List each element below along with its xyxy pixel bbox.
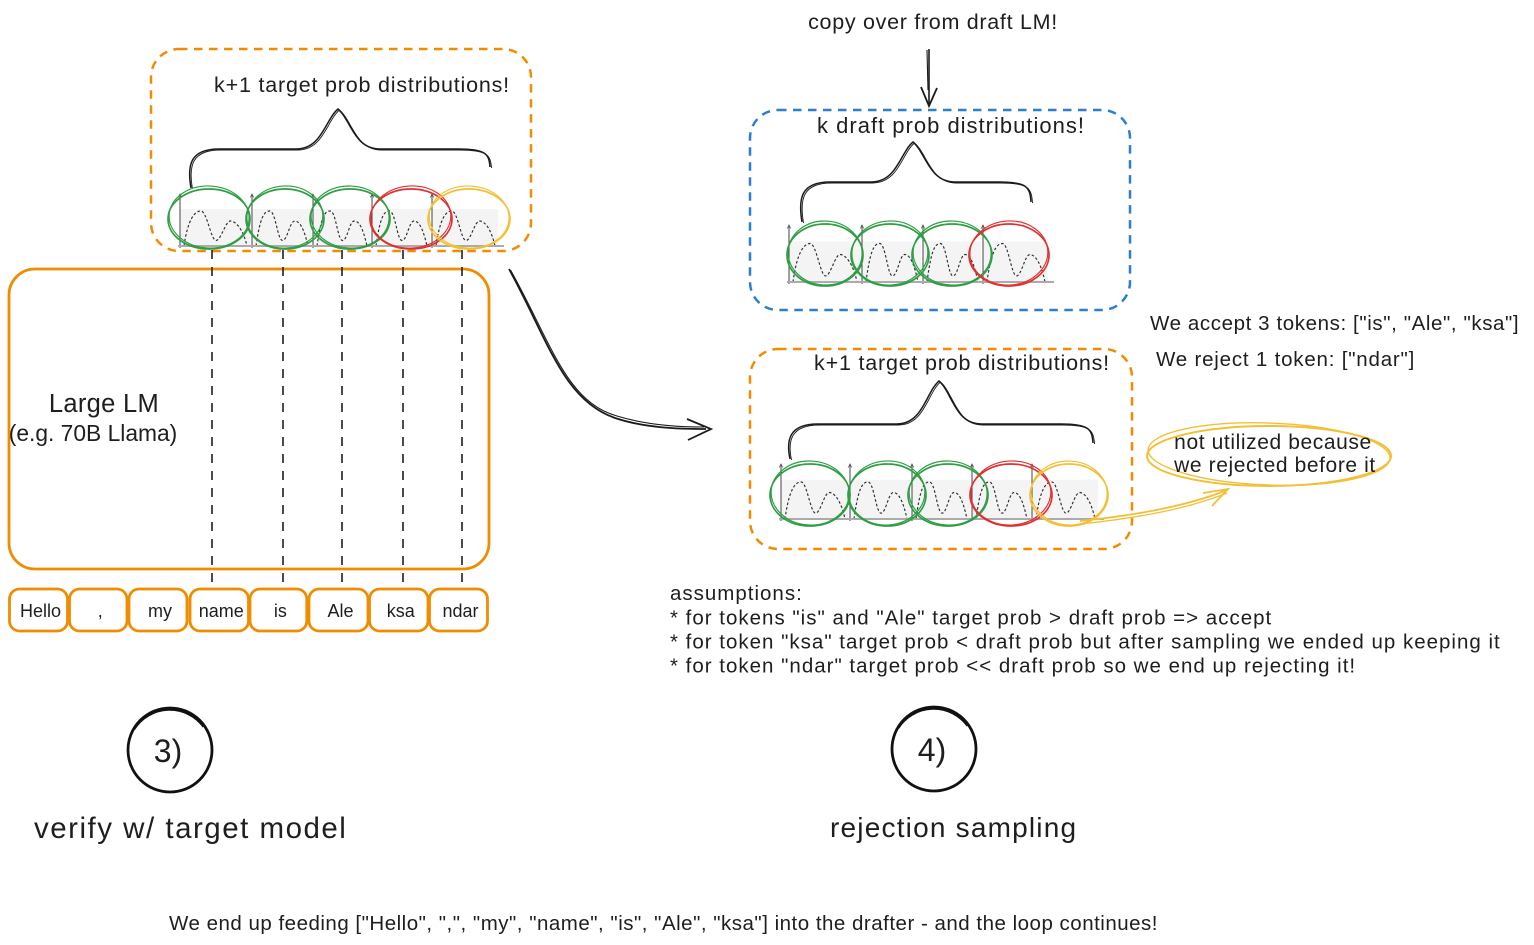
svg-text:Large LM: Large LM — [49, 390, 159, 418]
svg-text:We reject 1 token: ["ndar"]: We reject 1 token: ["ndar"] — [1156, 348, 1415, 371]
svg-text:not utilized because: not utilized because — [1174, 431, 1372, 454]
svg-text:k+1 target prob distributions!: k+1 target prob distributions! — [814, 351, 1110, 375]
svg-text:rejection sampling: rejection sampling — [830, 812, 1077, 843]
svg-text:copy over from draft LM!: copy over from draft LM! — [808, 10, 1058, 34]
svg-text:* for token "ksa" target prob: * for token "ksa" target prob < draft pr… — [670, 631, 1501, 654]
svg-text:k+1 target prob distributions!: k+1 target prob distributions! — [214, 73, 510, 97]
svg-text:assumptions:: assumptions: — [670, 582, 803, 605]
svg-text:* for token "ndar" target prob: * for token "ndar" target prob << draft … — [670, 655, 1356, 678]
svg-text:* for tokens "is" and "Ale" ta: * for tokens "is" and "Ale" target prob … — [670, 607, 1272, 630]
svg-text:We accept 3 tokens: ["is", "Al: We accept 3 tokens: ["is", "Ale", "ksa"] — [1150, 312, 1519, 335]
svg-text:verify w/ target model: verify w/ target model — [34, 812, 347, 845]
svg-text:4): 4) — [918, 732, 946, 768]
svg-text:we rejected before it: we rejected before it — [1173, 454, 1376, 477]
svg-text:ksa: ksa — [387, 601, 416, 621]
svg-text:is: is — [274, 601, 287, 621]
svg-text:name: name — [199, 601, 244, 621]
svg-text:k draft prob distributions!: k draft prob distributions! — [817, 113, 1085, 138]
svg-text:,: , — [98, 601, 103, 621]
svg-text:We end up feeding ["Hello", ",: We end up feeding ["Hello", ",", "my", "… — [169, 912, 1158, 935]
svg-text:(e.g. 70B Llama): (e.g. 70B Llama) — [9, 420, 178, 446]
svg-text:ndar: ndar — [442, 601, 478, 621]
svg-text:my: my — [148, 601, 172, 621]
svg-text:Hello: Hello — [20, 601, 61, 621]
svg-text:Ale: Ale — [327, 601, 353, 621]
svg-text:3): 3) — [154, 733, 182, 769]
